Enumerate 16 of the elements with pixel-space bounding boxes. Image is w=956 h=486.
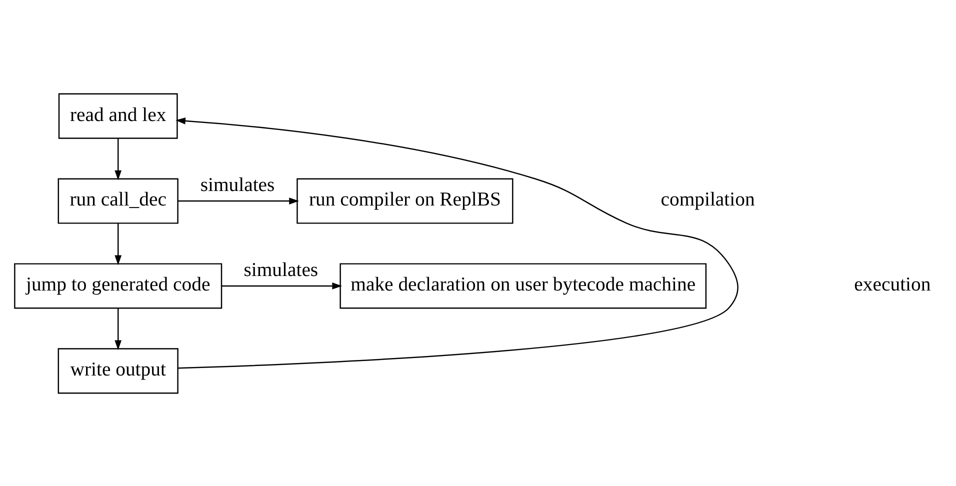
- arrow: [221, 282, 342, 289]
- arrow: [114, 308, 122, 350]
- edge-label: simulates: [200, 173, 274, 196]
- node-box: write output: [57, 348, 178, 394]
- arrow: [114, 138, 122, 180]
- label: execution: [854, 273, 930, 296]
- label: compilation: [660, 188, 754, 210]
- arrow: [175, 116, 738, 368]
- edge-label: simulates: [243, 258, 318, 280]
- arrow: [177, 197, 298, 204]
- arrow: [114, 223, 122, 265]
- node-box: run compiler on ReplBS: [296, 178, 513, 224]
- node-box: make declaration on user bytecode machine: [339, 262, 706, 308]
- node-box: read and lex: [58, 92, 178, 138]
- node-box: jump to generated code: [14, 262, 222, 308]
- node-box: run call_dec: [57, 178, 178, 224]
